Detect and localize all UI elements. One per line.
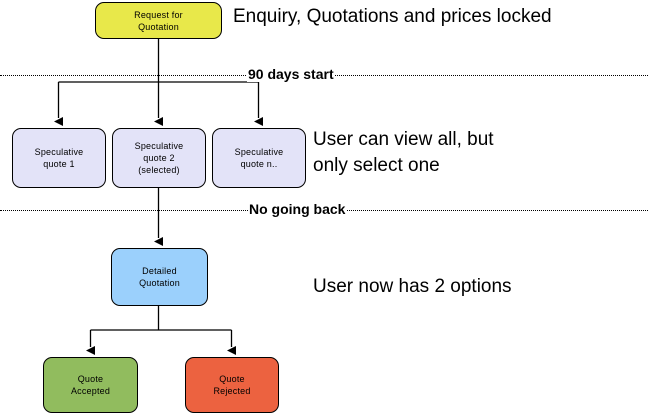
node-speculative-quote-2-selected[interactable]: Speculative quote 2 (selected) bbox=[112, 128, 206, 188]
node-quote-accepted[interactable]: Quote Accepted bbox=[43, 357, 138, 413]
node-speculative-quote-1[interactable]: Speculative quote 1 bbox=[12, 128, 106, 188]
node-quote-rejected[interactable]: Quote Rejected bbox=[185, 357, 279, 413]
annotation-two-options: User now has 2 options bbox=[313, 276, 512, 297]
phase-divider-label-90-days: 90 days start bbox=[247, 66, 335, 82]
annotation-enquiry-locked: Enquiry, Quotations and prices locked bbox=[233, 6, 552, 27]
phase-divider-label-no-going-back: No going back bbox=[248, 201, 347, 217]
annotation-view-all-select-one: User can view all, but only select one bbox=[313, 129, 494, 176]
node-request-for-quotation[interactable]: Request for Quotation bbox=[95, 2, 222, 39]
node-speculative-quote-n[interactable]: Speculative quote n.. bbox=[212, 128, 306, 188]
node-detailed-quotation[interactable]: Detailed Quotation bbox=[111, 248, 208, 306]
